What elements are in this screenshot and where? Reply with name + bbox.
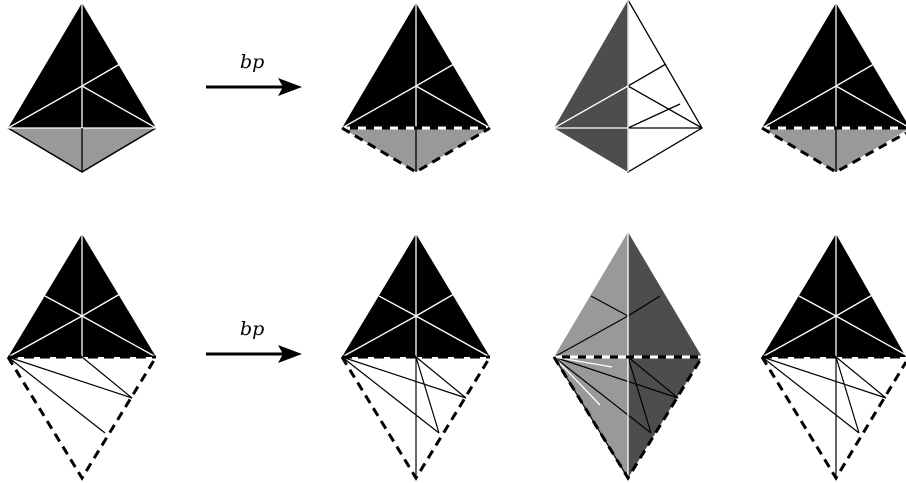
white-creases: [761, 3, 906, 129]
white-creases: [341, 234, 491, 358]
white-creases: [341, 3, 491, 129]
arrow-1: bp: [206, 51, 302, 96]
row1-panel4: [761, 3, 906, 174]
row1-panel1: [7, 3, 157, 173]
arrow-1-label: bp: [240, 51, 264, 73]
top-creases: [553, 295, 661, 358]
row2-panel1: [6, 234, 158, 481]
dashed-bottom-outline: [341, 126, 491, 174]
arrow-2: bp: [206, 318, 302, 363]
white-creases: [761, 234, 906, 358]
gray-bottom: [762, 128, 906, 172]
dashed-bottom-outline: [552, 356, 704, 481]
dashed-bottom-outline: [761, 126, 906, 174]
arrow-2-head: [278, 345, 302, 363]
arrow-1-head: [278, 78, 302, 96]
white-creases: [7, 234, 157, 358]
light-gray-left-top: [554, 232, 628, 357]
dark-gray-right-top: [628, 232, 702, 357]
arrow-2-label: bp: [240, 318, 264, 340]
dashed-bottom-outline: [760, 356, 906, 481]
white-half: [627, 0, 703, 174]
fan-creases: [7, 356, 133, 434]
fan-creases: [761, 356, 887, 478]
fan-creases: [341, 356, 467, 478]
black-triangle: [762, 3, 906, 128]
black-triangle: [762, 234, 906, 357]
white-creases: [553, 0, 629, 172]
row2-panel4: [760, 234, 906, 481]
row2-panel3: [552, 232, 704, 481]
dashed-bottom-outline: [340, 356, 492, 481]
dark-gray-half: [554, 0, 628, 172]
row2-panel2: [340, 234, 492, 481]
white-creases: [553, 232, 629, 478]
row1-panel2: [341, 3, 491, 174]
row1-panel3: [553, 0, 703, 174]
dashed-bottom-outline: [6, 356, 158, 481]
black-creases: [627, 63, 703, 129]
